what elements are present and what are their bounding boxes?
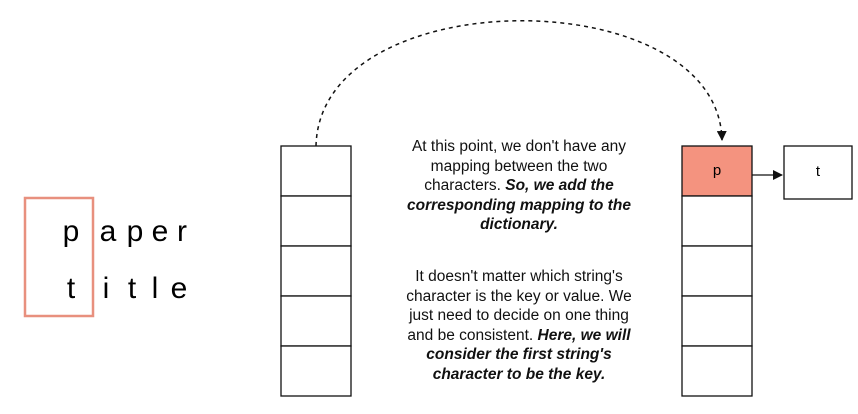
dictionary-empty-cell [681,345,753,397]
char-t-2: t [128,272,137,305]
highlight-box [23,196,95,318]
note-second-emphasis: Here, we will consider the first string'… [426,326,631,383]
dictionary-key-label: p [713,162,721,179]
char-e-2: e [171,272,188,305]
left-table-cell [280,345,352,397]
dictionary-value-label: t [816,163,821,180]
note-first-emphasis: So, we add the corresponding mapping to … [407,177,631,233]
left-table-cell [280,145,352,197]
char-r: r [177,215,187,248]
dictionary-empty-cell [681,245,753,297]
note-first-plain: At this point, we don't have any mapping… [411,138,627,194]
dictionary-table: p [681,145,753,397]
char-a: a [100,215,117,248]
dashed-mapping-arrow [315,20,727,147]
left-table-cell [280,195,352,247]
char-p-1: p [63,215,80,248]
char-i: i [103,272,110,305]
dictionary-empty-cell [681,295,753,347]
note-second-plain: It doesn't matter which string's charact… [406,268,632,344]
word-title: t i t l e [67,272,188,305]
note-second: It doesn't matter which string's charact… [399,267,639,384]
char-l: l [152,272,159,305]
char-e: e [152,215,169,248]
char-t-1: t [67,272,76,305]
word-paper: p a p e r [63,215,187,248]
left-table [280,145,352,397]
dictionary-empty-cell [681,195,753,247]
note-first: At this point, we don't have any mapping… [399,137,639,235]
left-table-cell [280,295,352,347]
left-table-cell [280,245,352,297]
char-p-2: p [127,215,144,248]
dictionary-value-box [783,145,853,200]
